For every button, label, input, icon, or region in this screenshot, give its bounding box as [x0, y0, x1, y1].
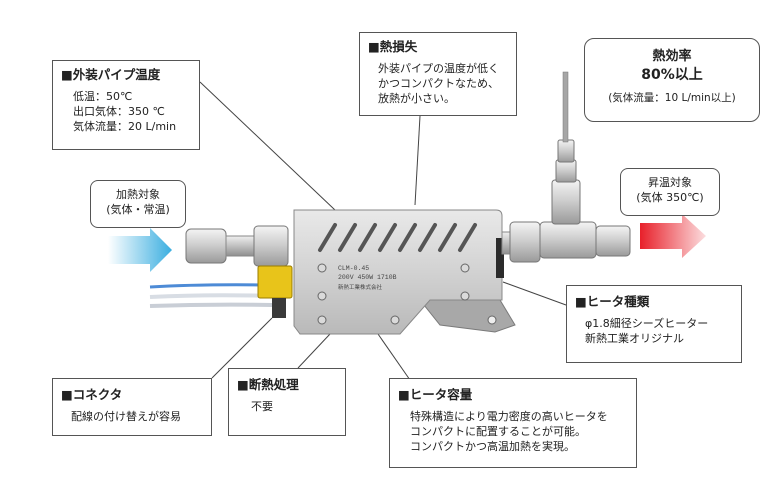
efficiency-title: 熱効率: [652, 49, 692, 64]
output-line2: (気体 350℃): [636, 191, 704, 204]
efficiency-note: (気体流量：10 L/min以上): [608, 92, 736, 104]
heat-loss-line: 放熱が小さい。: [378, 92, 455, 105]
thermocouple-probe: [562, 71, 569, 143]
connector-block: [257, 265, 293, 299]
leader-connector: [211, 317, 273, 379]
insulation-line: 不要: [251, 400, 273, 413]
leader-insulation: [297, 333, 331, 369]
inlet-fitting: [185, 228, 227, 264]
heat-loss-line: かつコンパクトなため、: [378, 77, 499, 90]
leader-capacity: [377, 333, 411, 381]
callout-input: 加熱対象 (気体・常温): [90, 180, 186, 228]
tee-riser: [551, 179, 581, 225]
leader-heat-loss: [414, 115, 421, 206]
capacity-line: コンパクトかつ高温加熱を実現。: [410, 440, 575, 453]
outer-temp-line: 低温：50℃: [73, 90, 133, 103]
outlet-nut: [509, 221, 541, 263]
callout-outer-temp: ■外装パイプ温度 低温：50℃ 出口気体：350 ℃ 気体流量：20 L/min: [52, 60, 200, 150]
callout-heat-loss: ■熱損失 外装パイプの温度が低く かつコンパクトなため、 放熱が小さい。: [359, 32, 517, 116]
callout-connector: ■コネクタ 配線の付け替えが容易: [52, 378, 212, 436]
callout-capacity: ■ヒータ容量 特殊構造により電力密度の高いヒータを コンパクトに配置することが可…: [389, 378, 637, 468]
insulation-title: ■断熱処理: [237, 377, 299, 392]
blue-wire: [149, 283, 271, 289]
white-wire-1: [149, 293, 273, 299]
device-label-line1: CLM-0.45: [338, 265, 369, 272]
outer-temp-line: 出口気体：350 ℃: [73, 105, 165, 118]
heat-loss-line: 外装パイプの温度が低く: [378, 62, 499, 75]
white-wire-2: [149, 302, 273, 308]
callout-output: 昇温対象 (気体 350℃): [620, 168, 720, 216]
heat-loss-title: ■熱損失: [368, 39, 418, 54]
outer-temp-line: 気体流量：20 L/min: [73, 120, 177, 133]
callout-efficiency: 熱効率 80%以上 (気体流量：10 L/min以上): [584, 38, 760, 122]
capacity-title: ■ヒータ容量: [398, 387, 473, 402]
heater-type-line: 新熱工業オリジナル: [585, 332, 684, 345]
mount-bracket: [418, 299, 516, 333]
outer-temp-title: ■外装パイプ温度: [61, 67, 161, 82]
inlet-arrow: [108, 228, 172, 272]
leader-heater-type: [502, 281, 567, 306]
outlet-fitting: [595, 225, 631, 257]
callout-insulation: ■断熱処理 不要: [228, 368, 346, 436]
connector-line: 配線の付け替えが容易: [71, 410, 181, 423]
capacity-line: コンパクトに配置することが可能。: [410, 425, 586, 438]
heater-type-title: ■ヒータ種類: [575, 294, 650, 309]
input-line2: (気体・常温): [106, 203, 170, 216]
efficiency-value: 80%以上: [641, 67, 703, 83]
outlet-arrow: [640, 214, 706, 258]
leader-outer-temp: [199, 81, 336, 211]
output-line1: 昇温対象: [648, 176, 692, 189]
tee-fitting: [539, 221, 597, 259]
callout-heater-type: ■ヒータ種類 φ1.8細径シーズヒーター 新熱工業オリジナル: [566, 285, 742, 363]
inlet-nut: [253, 225, 289, 267]
connector-title: ■コネクタ: [61, 387, 123, 402]
input-line1: 加熱対象: [116, 188, 160, 201]
device-label-line3: 新熱工業株式会社: [338, 283, 383, 291]
device-label-line2: 200V 450W 1710B: [338, 274, 397, 281]
heater-type-line: φ1.8細径シーズヒーター: [585, 317, 709, 330]
capacity-line: 特殊構造により電力密度の高いヒータを: [410, 410, 608, 423]
